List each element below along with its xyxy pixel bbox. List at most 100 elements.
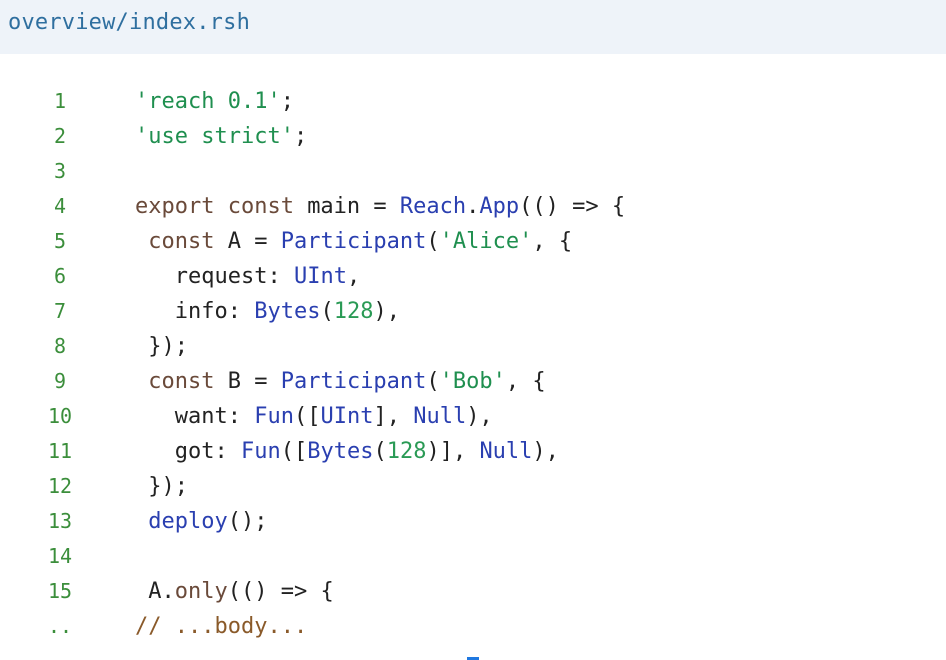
- code-token: only: [174, 579, 228, 604]
- file-header: overview/index.rsh: [0, 0, 946, 54]
- code-token: 'reach 0.1': [135, 89, 281, 114]
- code-token: UInt: [320, 404, 374, 429]
- code-text: request: UInt,: [135, 259, 360, 294]
- code-line: 1'reach 0.1';: [0, 84, 946, 119]
- code-text: 'reach 0.1';: [135, 84, 294, 119]
- line-number: 8: [53, 334, 67, 358]
- code-token: =: [240, 229, 281, 254]
- code-line: 5 const A = Participant('Alice', {: [0, 224, 946, 259]
- code-text: A.only(() => {: [135, 574, 334, 609]
- code-token: ),: [373, 299, 400, 324]
- line-number: 9: [53, 369, 67, 393]
- code-token: // ...body...: [135, 614, 308, 639]
- code-token: info:: [135, 299, 255, 324]
- code-line: 14: [0, 539, 946, 574]
- code-token: Fun: [254, 404, 294, 429]
- code-line: 3: [0, 154, 946, 189]
- code-token: UInt: [293, 264, 347, 289]
- code-token: 128: [333, 299, 374, 324]
- line-number: 5: [53, 229, 67, 253]
- code-text: const B = Participant('Bob', {: [135, 364, 546, 399]
- code-token: const: [135, 229, 228, 254]
- code-text: });: [135, 469, 188, 504]
- code-token: Null: [413, 404, 467, 429]
- code-token: Reach: [399, 194, 467, 219]
- code-token: 128: [386, 439, 427, 464]
- line-number: 13: [47, 509, 73, 533]
- code-token: });: [135, 474, 188, 499]
- code-token: (() => {: [519, 194, 626, 219]
- code-line: 8 });: [0, 329, 946, 364]
- code-token: ),: [532, 439, 559, 464]
- code-token: (() => {: [227, 579, 334, 604]
- line-number: 6: [53, 264, 67, 288]
- code-token: ],: [373, 404, 414, 429]
- code-token: 'Alice': [439, 229, 533, 254]
- code-text: want: Fun([UInt], Null),: [135, 399, 493, 434]
- code-token: Participant: [280, 369, 427, 394]
- code-token: (: [320, 299, 334, 324]
- line-number: 11: [47, 439, 73, 463]
- code-token: ;: [280, 89, 294, 114]
- code-text: got: Fun([Bytes(128)], Null),: [135, 434, 559, 469]
- code-line: 15 A.only(() => {: [0, 574, 946, 609]
- code-line: 13 deploy();: [0, 504, 946, 539]
- line-number: 12: [47, 474, 73, 498]
- code-token: B: [227, 369, 241, 394]
- code-token: , {: [532, 229, 573, 254]
- bottom-scroll-marker: [467, 657, 479, 660]
- code-token: 'Bob': [439, 369, 506, 394]
- line-number: ..: [47, 614, 73, 638]
- code-token: ;: [293, 124, 308, 149]
- code-token: Bytes: [254, 299, 321, 324]
- code-token: ([: [293, 404, 321, 429]
- code-token: Fun: [240, 439, 281, 464]
- code-token: , {: [505, 369, 546, 394]
- code-line: 11 got: Fun([Bytes(128)], Null),: [0, 434, 946, 469]
- code-line: 6 request: UInt,: [0, 259, 946, 294]
- code-token: ();: [227, 509, 268, 534]
- code-token: A: [135, 579, 162, 604]
- code-token: request:: [135, 264, 294, 289]
- code-token: =: [240, 369, 281, 394]
- code-token: const: [135, 369, 228, 394]
- line-number: 14: [47, 544, 73, 568]
- code-text: deploy();: [135, 504, 267, 539]
- code-text: 'use strict';: [135, 119, 307, 154]
- code-token: ),: [466, 404, 493, 429]
- code-token: got:: [135, 439, 241, 464]
- code-line: 10 want: Fun([UInt], Null),: [0, 399, 946, 434]
- code-token: A: [227, 229, 241, 254]
- line-number: 3: [53, 159, 67, 183]
- code-text: info: Bytes(128),: [135, 294, 400, 329]
- line-number: 7: [53, 299, 67, 323]
- code-token: Null: [479, 439, 533, 464]
- code-token: ([: [280, 439, 308, 464]
- code-text: export const main = Reach.App(() => {: [135, 189, 625, 224]
- code-token: .: [466, 194, 480, 219]
- code-token: App: [479, 194, 520, 219]
- code-token: (: [426, 229, 440, 254]
- line-number: 15: [47, 579, 73, 603]
- code-token: (: [426, 369, 440, 394]
- code-token: Participant: [280, 229, 427, 254]
- code-token: main: [307, 194, 361, 219]
- code-line: 7 info: Bytes(128),: [0, 294, 946, 329]
- code-line: 9 const B = Participant('Bob', {: [0, 364, 946, 399]
- code-line: .. // ...body...: [0, 609, 946, 644]
- code-line: 2 'use strict';: [0, 119, 946, 154]
- file-path-title: overview/index.rsh: [8, 10, 251, 35]
- code-token: Bytes: [307, 439, 374, 464]
- code-token: =: [360, 194, 400, 219]
- code-token: want:: [135, 404, 255, 429]
- line-number: 2: [53, 124, 67, 148]
- code-line: 12 });: [0, 469, 946, 504]
- code-token: 'use strict': [135, 124, 294, 149]
- code-token: (: [373, 439, 387, 464]
- code-text: // ...body...: [135, 609, 307, 644]
- code-token: export const: [135, 194, 308, 219]
- code-token: });: [135, 334, 188, 359]
- code-token: )],: [426, 439, 480, 464]
- line-number: 10: [47, 404, 73, 428]
